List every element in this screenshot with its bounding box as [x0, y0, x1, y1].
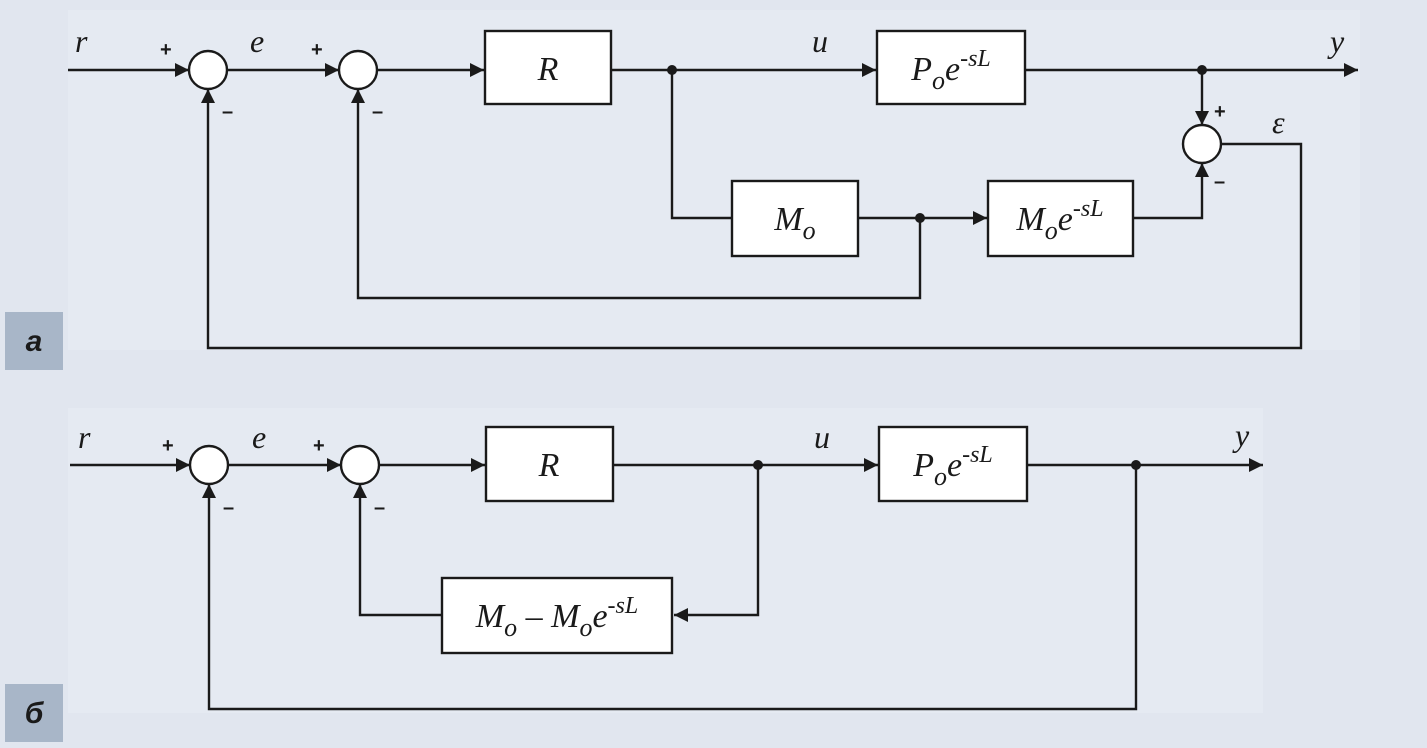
signal-b-r-label: r: [78, 419, 91, 455]
block-b-controller-r: [484, 425, 615, 503]
sum-junction-2: [337, 49, 379, 91]
sign-plus-sum2: +: [311, 39, 323, 61]
junction-b-u: [753, 460, 763, 470]
junction-model: [915, 213, 925, 223]
signal-r-label: r: [75, 23, 88, 59]
signal-b-e-label: e: [252, 419, 266, 455]
junction-y: [1197, 65, 1207, 75]
block-plant: [875, 29, 1027, 106]
block-b-plant-label: Poe-sL: [912, 442, 993, 491]
block-b-filter-label: Mo – Moe-sL: [475, 593, 638, 642]
sign-b-plus-sum1: +: [162, 435, 174, 457]
wire-b-u-to-filter: [674, 465, 760, 622]
signal-b-y-label: y: [1232, 417, 1250, 453]
block-model-delay: [986, 179, 1135, 258]
sign-minus-sum1: –: [222, 101, 233, 123]
badge-a: [5, 312, 63, 370]
signal-e-label: e: [250, 23, 264, 59]
junction-b-y: [1131, 460, 1141, 470]
block-controller-r: [483, 29, 613, 106]
panel-b-background: [68, 408, 1263, 713]
sign-b-minus-sum1: –: [223, 497, 234, 519]
diagram-b: R Poe-sL Mo – Moe-sL r e u y + – + – б: [5, 408, 1263, 742]
wire-b-y-feedback: [202, 465, 1138, 711]
signal-b-u-label: u: [814, 419, 830, 455]
block-model-delay-label: Moe-sL: [1015, 196, 1103, 245]
block-r-label: R: [537, 51, 559, 88]
sign-b-minus-sum2: –: [374, 497, 385, 519]
sum-junction-1: [187, 49, 229, 91]
block-b-plant: [877, 425, 1029, 503]
badge-a-label: а: [26, 325, 43, 358]
wire-b-filter-feedback: [353, 484, 441, 617]
block-b-filter: [440, 576, 674, 655]
sign-minus-sum3: –: [1214, 171, 1225, 193]
junction-u: [667, 65, 677, 75]
signal-u-label: u: [812, 23, 828, 59]
diagram-a: R Poe-sL Mo Moe-sL r e u y ε + – + – + –…: [5, 10, 1360, 370]
block-model-label: Mo: [773, 201, 815, 245]
sign-plus-sum3: +: [1214, 101, 1226, 123]
sign-minus-sum2: –: [372, 101, 383, 123]
signal-y-label: y: [1327, 23, 1345, 59]
sign-b-plus-sum2: +: [313, 435, 325, 457]
block-plant-label: Poe-sL: [910, 46, 991, 95]
sum-junction-b1: [188, 444, 230, 486]
sign-plus-sum1: +: [160, 39, 172, 61]
wire-u-to-model: [670, 70, 732, 220]
badge-b-label: б: [25, 697, 45, 730]
wire-eps-feedback: [201, 89, 1303, 350]
signal-epsilon-label: ε: [1272, 104, 1285, 140]
sum-junction-3: [1181, 123, 1223, 165]
sum-junction-b2: [339, 444, 381, 486]
wire-delay-to-sum3: [1133, 163, 1209, 220]
badge-b: [5, 684, 63, 742]
wire-model-feedback: [351, 89, 922, 300]
block-model: [730, 179, 860, 258]
panel-a-background: [68, 10, 1360, 350]
block-b-r-label: R: [538, 447, 560, 484]
